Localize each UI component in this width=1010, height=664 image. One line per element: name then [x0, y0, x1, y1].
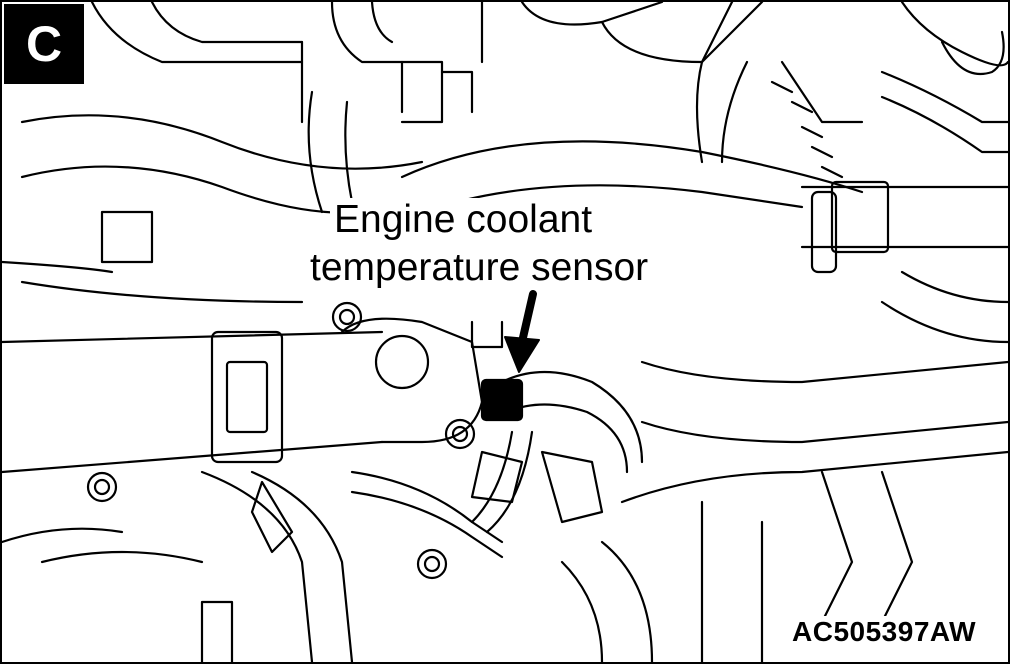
- top-bracket: [307, 2, 704, 214]
- thermostat-housing: [86, 301, 484, 580]
- figure-code: AC505397AW: [786, 616, 982, 648]
- lower-left-hose: [2, 210, 384, 474]
- coolant-pipe: [400, 2, 864, 214]
- coolant-temp-sensor: [350, 320, 644, 559]
- hose-clamp-right: [770, 2, 1008, 344]
- lower-left-components: [2, 470, 354, 662]
- callout-label-line2: temperature sensor: [306, 246, 653, 290]
- upper-left-hose: [20, 2, 424, 214]
- callout-label-line1: Engine coolant: [330, 198, 597, 242]
- callout-arrow: [504, 287, 540, 373]
- lower-right-components: [560, 360, 1008, 662]
- panel-letter-badge: C: [4, 4, 84, 84]
